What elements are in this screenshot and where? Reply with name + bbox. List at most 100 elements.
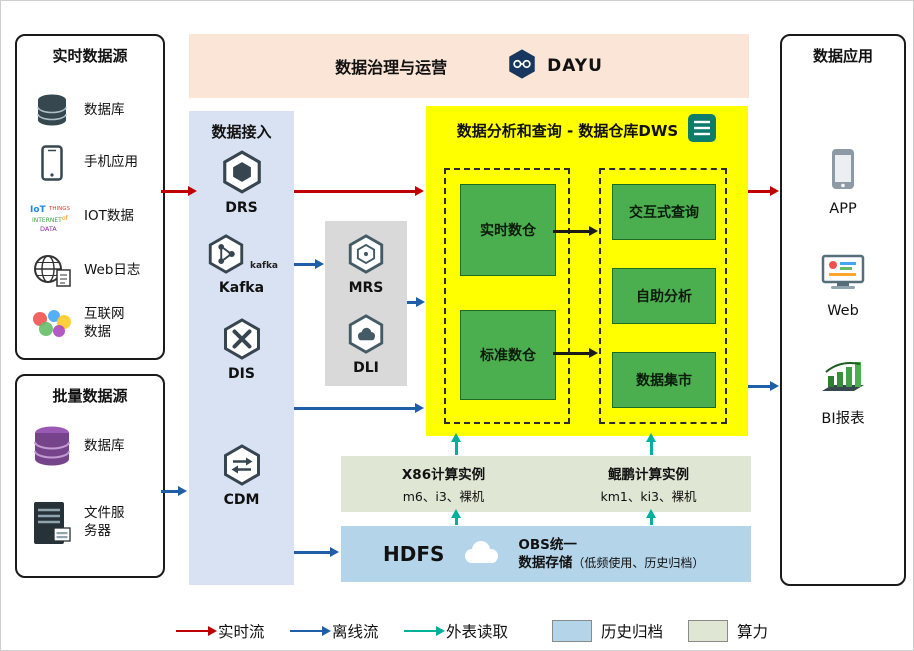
service-label: MRS — [348, 280, 384, 296]
hdfs-label: HDFS — [383, 542, 445, 566]
data-mart-box: 数据集市 — [612, 352, 716, 408]
svg-text:of: of — [62, 215, 69, 222]
app-label: APP — [829, 201, 857, 217]
service-label: DLI — [353, 360, 379, 376]
blue-arrow-icon — [290, 629, 323, 633]
arrow-standard-wh-to-mart — [553, 352, 590, 355]
service-dli: DLI — [325, 313, 407, 376]
source-label: IOT数据 — [84, 208, 134, 225]
governance-banner: 数据治理与运营 DAYU — [189, 34, 749, 98]
svg-text:IoT: IoT — [30, 205, 47, 215]
app-label: Web — [827, 303, 859, 319]
realtime-sources-title: 实时数据源 — [52, 47, 128, 65]
x86-detail: m6、i3、裸机 — [402, 489, 485, 504]
smartphone-icon — [830, 148, 856, 194]
arrow-compute-to-dws-right — [650, 441, 653, 455]
obs-line2: 数据存储 — [518, 555, 573, 571]
source-item-weblog: Web日志 — [25, 248, 157, 294]
storage-box: HDFS OBS统一 数据存储（低频使用、历史归档） — [341, 526, 751, 582]
arrow-compute-to-dws-left — [455, 441, 458, 455]
dws-title: 数据分析和查询 - 数据仓库DWS — [456, 121, 679, 140]
arrow-realtime-src-to-ingest — [161, 190, 189, 193]
internet-collage-icon — [25, 308, 79, 340]
service-cdm: CDM — [189, 443, 294, 508]
source-label: Web日志 — [84, 262, 141, 279]
service-label: DRS — [225, 200, 258, 216]
legend-compute-power: 算力 — [688, 620, 768, 642]
source-item-internet: 互联网数据 — [25, 298, 157, 350]
batch-sources-title: 批量数据源 — [52, 387, 128, 405]
kafka-hexagon-icon — [205, 233, 247, 279]
cdm-hexagon-icon — [220, 444, 264, 491]
source-item-database: 数据库 — [25, 88, 157, 134]
legend-label: 离线流 — [332, 623, 379, 641]
service-dis: DIS — [189, 317, 294, 382]
arrow-ingest-to-dws-offline — [294, 407, 416, 410]
archive-swatch-icon — [552, 620, 592, 642]
app-item-app: APP — [782, 148, 904, 217]
app-item-web: Web — [782, 254, 904, 319]
realtime-warehouse-box: 实时数仓 — [460, 184, 556, 276]
obs-text-block: OBS统一 数据存储（低频使用、历史归档） — [518, 536, 704, 572]
arrow-cdm-to-hdfs — [294, 551, 331, 554]
source-label: 数据库 — [84, 438, 125, 455]
service-drs: DRS — [189, 149, 294, 216]
arrow-hdfs-to-compute-right — [650, 517, 653, 525]
app-label: BI报表 — [821, 411, 865, 427]
arrow-dws-to-apps-realtime — [748, 190, 771, 193]
dws-panel: 数据分析和查询 - 数据仓库DWS 实时数仓 标准数仓 交互式查询 自助分析 数… — [426, 106, 748, 436]
arrow-ingest-to-dws-realtime — [294, 190, 416, 193]
data-applications-title: 数据应用 — [812, 47, 873, 65]
globe-log-icon — [25, 254, 79, 288]
cloud-icon — [458, 537, 504, 571]
legend-offline-flow: 离线流 — [290, 620, 379, 642]
warehouse-group-box: 实时数仓 标准数仓 — [444, 168, 570, 424]
file-server-icon — [25, 500, 79, 546]
arrow-dws-to-apps-offline — [748, 385, 771, 388]
service-label: Kafka — [218, 280, 265, 296]
database-icon — [25, 92, 79, 130]
x86-title: X86计算实例 — [401, 467, 486, 483]
bi-chart-icon — [820, 358, 866, 400]
dli-hexagon-icon — [345, 314, 387, 359]
source-item-mobile: 手机应用 — [25, 140, 157, 186]
service-mrs: MRS — [325, 233, 407, 296]
governance-title: 数据治理与运营 — [335, 58, 448, 77]
batch-sources-panel: 批量数据源 数据库 文件服务器 — [15, 374, 165, 578]
service-label: CDM — [223, 492, 260, 508]
arrow-realtime-wh-to-query — [553, 230, 590, 233]
source-label: 手机应用 — [84, 154, 138, 171]
legend-label: 外表读取 — [446, 623, 509, 641]
teal-arrow-icon — [404, 629, 437, 633]
legend-external-read: 外表读取 — [404, 620, 508, 642]
web-dashboard-icon — [820, 254, 866, 296]
svg-text:THINGS: THINGS — [48, 206, 70, 212]
source-label: 互联网数据 — [84, 306, 125, 340]
dayu-logo-group: DAYU — [505, 47, 603, 85]
analysis-group-box: 交互式查询 自助分析 数据集市 — [599, 168, 727, 424]
source-label: 数据库 — [84, 102, 125, 119]
dis-hexagon-icon — [220, 318, 264, 365]
obs-note: （低频使用、历史归档） — [572, 556, 705, 570]
legend-label: 算力 — [737, 623, 769, 641]
legend-realtime-flow: 实时流 — [176, 620, 265, 642]
app-item-bi: BI报表 — [782, 358, 904, 428]
svg-text:DATA: DATA — [40, 225, 57, 233]
arrow-dli-to-dws — [407, 301, 417, 304]
red-arrow-icon — [176, 629, 209, 633]
service-kafka: kafka Kafka — [189, 233, 294, 296]
data-ingest-panel: 数据接入 DRS kafka Kafka DIS — [189, 111, 294, 585]
compute-instances-box: X86计算实例 m6、i3、裸机 鲲鹏计算实例 km1、ki3、裸机 — [341, 456, 751, 512]
source-item-batch-database: 数据库 — [25, 416, 157, 478]
x86-compute: X86计算实例 m6、i3、裸机 — [341, 463, 546, 505]
dayu-product-name: DAYU — [547, 56, 603, 76]
dayu-hexagon-icon — [505, 47, 539, 85]
document-lines-icon — [687, 113, 717, 147]
arrow-batch-src-to-ingest — [161, 490, 179, 493]
data-ingest-title: 数据接入 — [211, 123, 272, 141]
legend-label: 实时流 — [218, 623, 265, 641]
interactive-query-box: 交互式查询 — [612, 184, 716, 240]
